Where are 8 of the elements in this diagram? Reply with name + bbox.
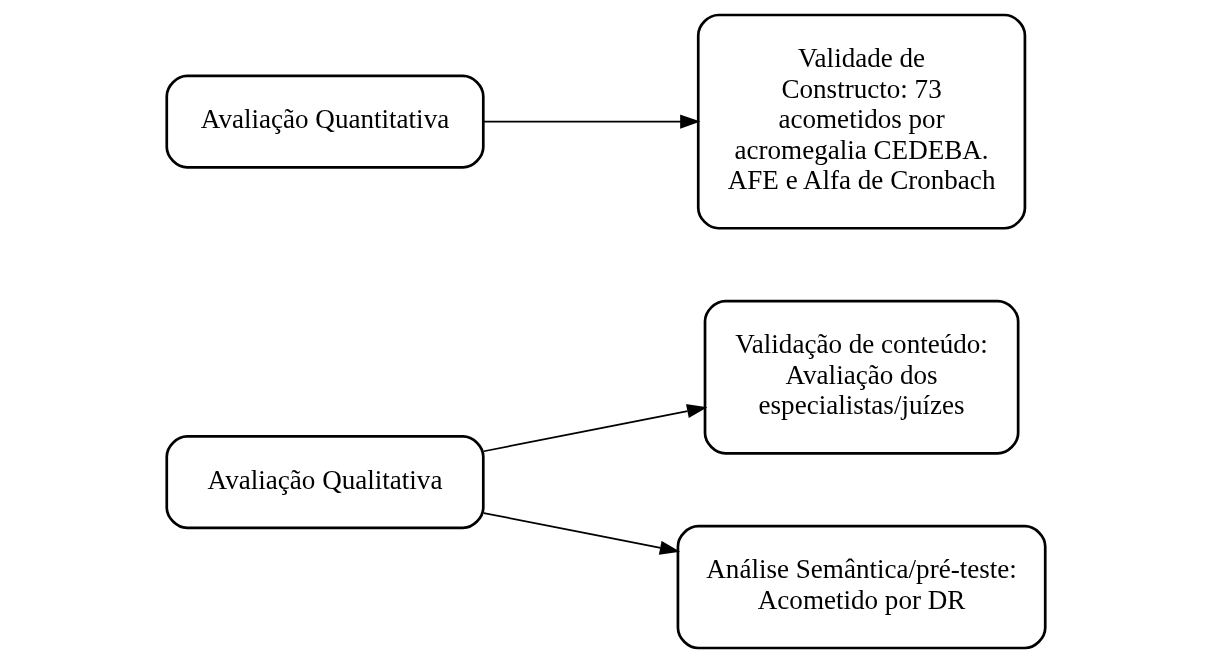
node-box: Avaliação Quantitativa: [165, 74, 485, 169]
node-box: Avaliação Qualitativa: [165, 435, 485, 530]
node-box: Validação de conteúdo: Avaliação dos especialistas/juízes: [703, 299, 1020, 455]
arrow: [482, 404, 708, 453]
arrow: [482, 114, 701, 129]
node-box: Validade de Constructo: 73 acometidos por acromegalia CEDEBA. AFE e Alfa de Cronbach: [696, 13, 1027, 230]
arrow: [482, 512, 681, 555]
node-box: Análise Semântica/pré-teste: Acometido por DR: [676, 524, 1047, 650]
